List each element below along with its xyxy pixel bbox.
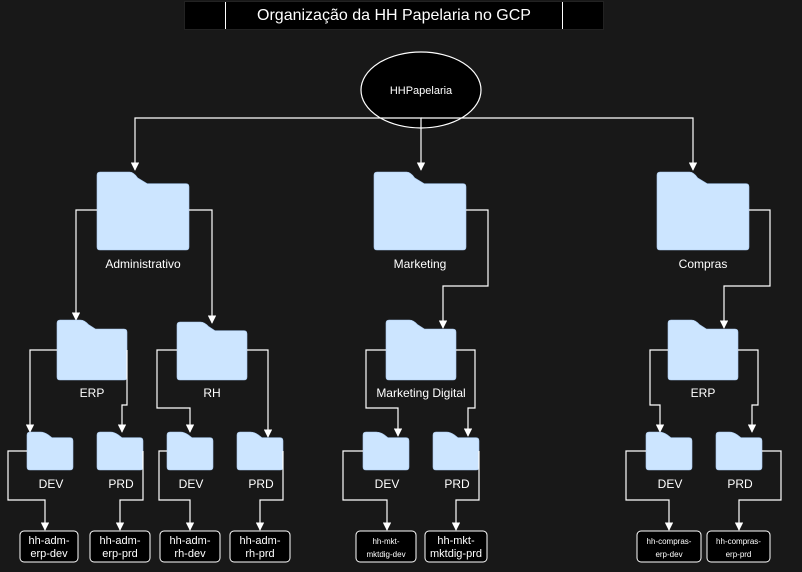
connector-adm-erp — [71, 209, 97, 321]
subfolder — [667, 319, 739, 381]
diagram-title: Organização da HH Papelaria no GCP — [225, 2, 563, 29]
connector-env-project — [734, 450, 782, 531]
connector-env-project — [625, 450, 674, 531]
project-label-line1: hh-mkt- — [372, 537, 399, 546]
environment-folder — [96, 431, 144, 471]
subfolder-label: RH — [203, 386, 220, 400]
project-box — [159, 530, 221, 563]
title-right-bar — [563, 2, 603, 29]
project-label-line1: hh-adm- — [100, 535, 141, 547]
subfolder-label: Marketing Digital — [376, 386, 465, 400]
subfolder — [385, 319, 457, 381]
diagram-title-box: Organização da HH Papelaria no GCP — [184, 1, 604, 30]
root-label: HHPapelaria — [390, 85, 453, 97]
project-label-line1: hh-mkt- — [437, 535, 475, 547]
connector-rh-dev — [156, 349, 195, 433]
department-folder — [373, 171, 467, 251]
project-box — [355, 530, 417, 563]
connector-mktdig-dev — [365, 349, 403, 437]
project-label-line2: rh-prd — [245, 548, 274, 560]
project-label-line2: rh-dev — [174, 548, 206, 560]
project-box — [706, 530, 771, 563]
environment-label: PRD — [108, 477, 134, 491]
environment-folder — [362, 431, 410, 471]
connector-rh-prd — [247, 349, 273, 438]
connector-env-project — [7, 450, 50, 531]
connector-root-administrativo — [130, 117, 422, 171]
connector-adm-rh — [189, 209, 217, 324]
project-box — [229, 530, 291, 563]
department-label: Administrativo — [105, 257, 181, 271]
project-label-line2: erp-dev — [30, 548, 68, 560]
environment-label: PRD — [444, 477, 470, 491]
project-box — [636, 530, 702, 563]
project-label-line2: mktdig-prd — [430, 548, 482, 560]
department-label: Marketing — [394, 257, 447, 271]
project-box — [19, 530, 79, 563]
connector-env-project — [451, 451, 480, 531]
environment-label: PRD — [727, 477, 753, 491]
project-box — [424, 530, 488, 563]
connector-root-compras — [421, 117, 698, 171]
environment-folder — [715, 431, 763, 471]
title-left-bar — [185, 2, 225, 29]
project-label-line1: hh-adm- — [240, 535, 281, 547]
department-label: Compras — [679, 257, 728, 271]
connector-marketing-mktdig — [438, 209, 489, 329]
project-label-line1: hh-adm- — [29, 535, 70, 547]
environment-label: DEV — [375, 477, 400, 491]
environment-label: DEV — [658, 477, 683, 491]
connector-compras-erp — [719, 209, 771, 329]
project-label-line2: erp-prd — [102, 548, 137, 560]
environment-label: PRD — [248, 477, 274, 491]
connector-erp-dev — [25, 349, 57, 433]
environment-folder — [26, 431, 74, 471]
project-label-line2: erp-dev — [655, 550, 682, 559]
connector-compras-erp-dev — [649, 349, 668, 433]
environment-folder — [645, 431, 693, 471]
department-folder — [96, 171, 190, 251]
project-label-line2: mktdig-dev — [366, 550, 405, 559]
subfolder — [176, 321, 248, 381]
environment-folder — [236, 431, 284, 471]
connector-compras-erp-prd — [738, 349, 759, 433]
project-label-line1: hh-compras- — [647, 537, 692, 546]
connector-env-project — [158, 450, 195, 531]
connector-env-project — [255, 451, 284, 531]
project-label-line2: erp-prd — [726, 550, 752, 559]
subfolder-label: ERP — [80, 386, 105, 400]
project-label-line1: hh-compras- — [716, 537, 761, 546]
project-box — [89, 530, 151, 563]
connector-env-project — [342, 450, 392, 531]
environment-folder — [166, 431, 214, 471]
department-folder — [656, 171, 750, 251]
connector-erp-prd — [117, 350, 128, 433]
environment-label: DEV — [179, 477, 204, 491]
environment-folder — [432, 431, 480, 471]
subfolder — [56, 319, 128, 381]
connector-env-project — [115, 451, 144, 531]
subfolder-label: ERP — [691, 386, 716, 400]
environment-label: DEV — [39, 477, 64, 491]
project-label-line1: hh-adm- — [170, 535, 211, 547]
connector-mktdig-prd — [456, 349, 476, 437]
